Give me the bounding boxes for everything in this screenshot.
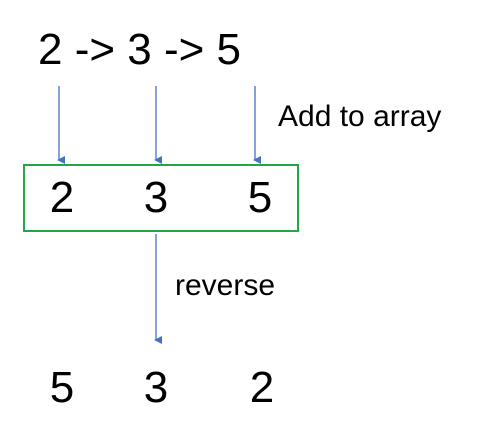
- array-item: 2: [49, 173, 75, 222]
- add-to-array-label: Add to array: [278, 100, 442, 133]
- array-item: 5: [247, 173, 273, 222]
- array-box: [23, 164, 299, 232]
- linked-list-text: 2 -> 3 -> 5: [38, 25, 242, 74]
- array-item: 3: [143, 173, 169, 222]
- output-item: 3: [143, 363, 169, 412]
- reverse-label: reverse: [175, 269, 276, 302]
- output-item: 2: [249, 363, 275, 412]
- output-item: 5: [49, 363, 75, 412]
